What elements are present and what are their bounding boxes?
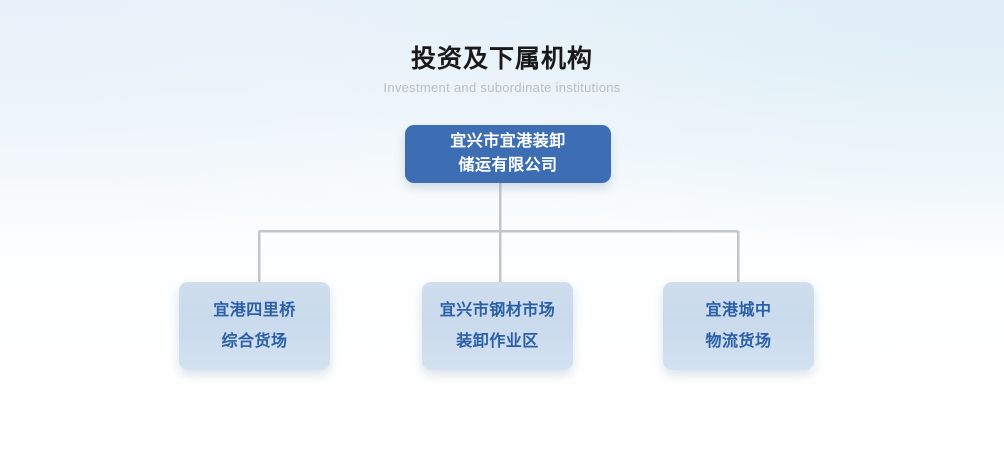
org-node-root-line-2: 储运有限公司 bbox=[458, 157, 558, 174]
org-node-child-0-line-1: 宜港四里桥 bbox=[213, 302, 296, 319]
org-node-child-2[interactable]: 宜港城中 物流货场 bbox=[663, 282, 814, 370]
org-node-root-line-1: 宜兴市宜港装卸 bbox=[450, 133, 566, 150]
org-node-child-2-line-2: 物流货场 bbox=[705, 333, 772, 350]
org-node-child-0[interactable]: 宜港四里桥 综合货场 bbox=[179, 282, 330, 370]
org-node-child-0-line-2: 综合货场 bbox=[221, 333, 288, 350]
page-title: 投资及下属机构 bbox=[410, 45, 593, 73]
org-node-root[interactable]: 宜兴市宜港装卸 储运有限公司 bbox=[405, 125, 611, 183]
page-subtitle: Investment and subordinate institutions bbox=[383, 80, 621, 95]
chart-heading: 投资及下属机构 Investment and subordinate insti… bbox=[0, 44, 1004, 96]
org-node-child-1-line-1: 宜兴市钢材市场 bbox=[439, 302, 556, 319]
org-node-child-1[interactable]: 宜兴市钢材市场 装卸作业区 bbox=[422, 282, 573, 370]
org-node-child-1-line-2: 装卸作业区 bbox=[456, 333, 539, 350]
org-node-child-2-line-1: 宜港城中 bbox=[705, 302, 772, 319]
